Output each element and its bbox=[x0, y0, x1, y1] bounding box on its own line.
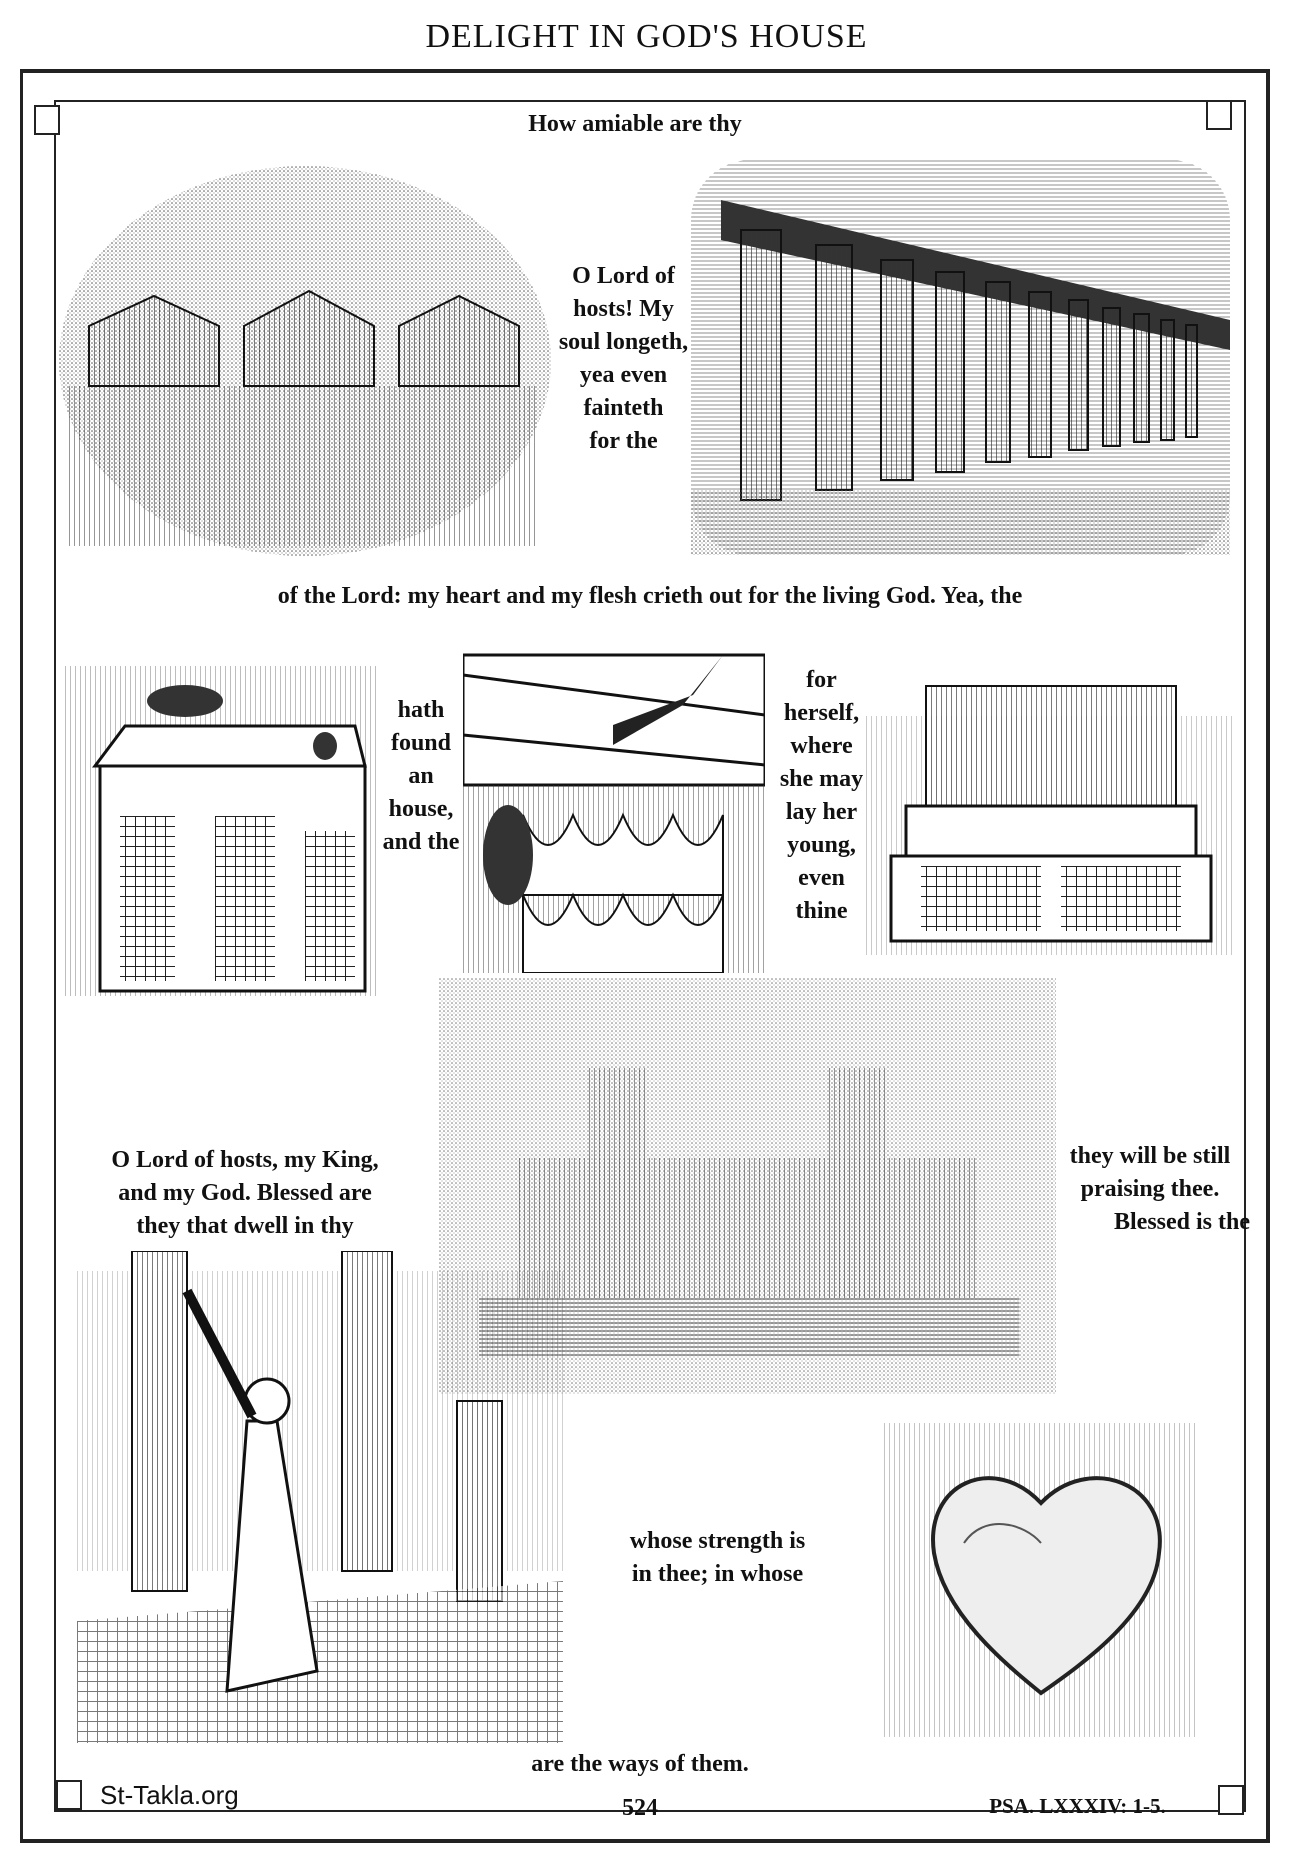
verse-line: praising thee. bbox=[1080, 1176, 1220, 1202]
verse-line: and the bbox=[382, 829, 460, 855]
verse-line: Blessed is the bbox=[1113, 1209, 1250, 1235]
verse-line: O Lord of bbox=[572, 263, 675, 289]
verse-line: herself, bbox=[783, 700, 860, 726]
inner-border bbox=[54, 100, 1246, 1812]
verse-line: even bbox=[798, 865, 845, 891]
verse-line: where bbox=[790, 733, 853, 759]
verse-line: hosts! My bbox=[573, 296, 674, 322]
verse-line-1: How amiable are thy bbox=[528, 111, 742, 137]
corner-ornament bbox=[34, 105, 60, 135]
sparrow-on-house-illustration bbox=[65, 646, 377, 996]
verse-line-3: of the Lord: my heart and my flesh criet… bbox=[277, 583, 1023, 609]
verse-block-4: hath found an house, and the bbox=[377, 694, 465, 859]
verse-line: for bbox=[806, 667, 837, 693]
verse-line: an bbox=[408, 763, 434, 789]
outer-border bbox=[20, 69, 1270, 1843]
verse-block-5: for herself, where she may lay her young… bbox=[771, 664, 872, 928]
watermark: St-Takla.org bbox=[100, 1780, 239, 1810]
scripture-reference: PSA. LXXXIV: 1-5. bbox=[989, 1794, 1166, 1818]
verse-line: hath bbox=[397, 697, 445, 723]
corner-ornament bbox=[56, 1780, 82, 1810]
verse-line: young, bbox=[787, 832, 856, 858]
verse-line: they will be still bbox=[1069, 1143, 1231, 1169]
verse-line: for the bbox=[589, 428, 658, 454]
verse-block-7: they will be still praising thee. Blesse… bbox=[1050, 1140, 1250, 1239]
page-number: 524 bbox=[622, 1795, 658, 1821]
verse-line: house, bbox=[388, 796, 454, 822]
verse-line-9: are the ways of them. bbox=[531, 1751, 749, 1777]
verse-line: they that dwell in thy bbox=[136, 1213, 354, 1239]
heart-illustration bbox=[884, 1423, 1198, 1737]
verse-line: and my God. Blessed are bbox=[118, 1180, 372, 1206]
verse-line: thine bbox=[795, 898, 848, 924]
verse-line: yea even bbox=[579, 362, 668, 388]
verse-block-2: O Lord of hosts! My soul longeth, yea ev… bbox=[551, 260, 696, 458]
verse-block-6: O Lord of hosts, my King, and my God. Bl… bbox=[80, 1144, 410, 1243]
verse-line: fainteth bbox=[583, 395, 664, 421]
tabernacle-tents-illustration bbox=[59, 166, 552, 557]
praising-man-illustration bbox=[77, 1251, 563, 1743]
verse-line: whose strength is bbox=[629, 1528, 806, 1554]
colonnade-courts-illustration bbox=[691, 160, 1230, 555]
corner-ornament bbox=[1206, 100, 1232, 130]
altar-illustration bbox=[866, 676, 1233, 955]
verse-line: she may bbox=[779, 766, 864, 792]
corner-ornament bbox=[1218, 1785, 1244, 1815]
verse-line: in thee; in whose bbox=[631, 1561, 804, 1587]
verse-line: lay her bbox=[785, 799, 858, 825]
page-title: DELIGHT IN GOD'S HOUSE bbox=[425, 18, 868, 55]
swallow-nest-illustration bbox=[463, 635, 765, 973]
verse-line: found bbox=[390, 730, 452, 756]
verse-block-8: whose strength is in thee; in whose bbox=[600, 1525, 835, 1591]
verse-line: soul longeth, bbox=[558, 329, 689, 355]
verse-line: O Lord of hosts, my King, bbox=[111, 1147, 379, 1173]
